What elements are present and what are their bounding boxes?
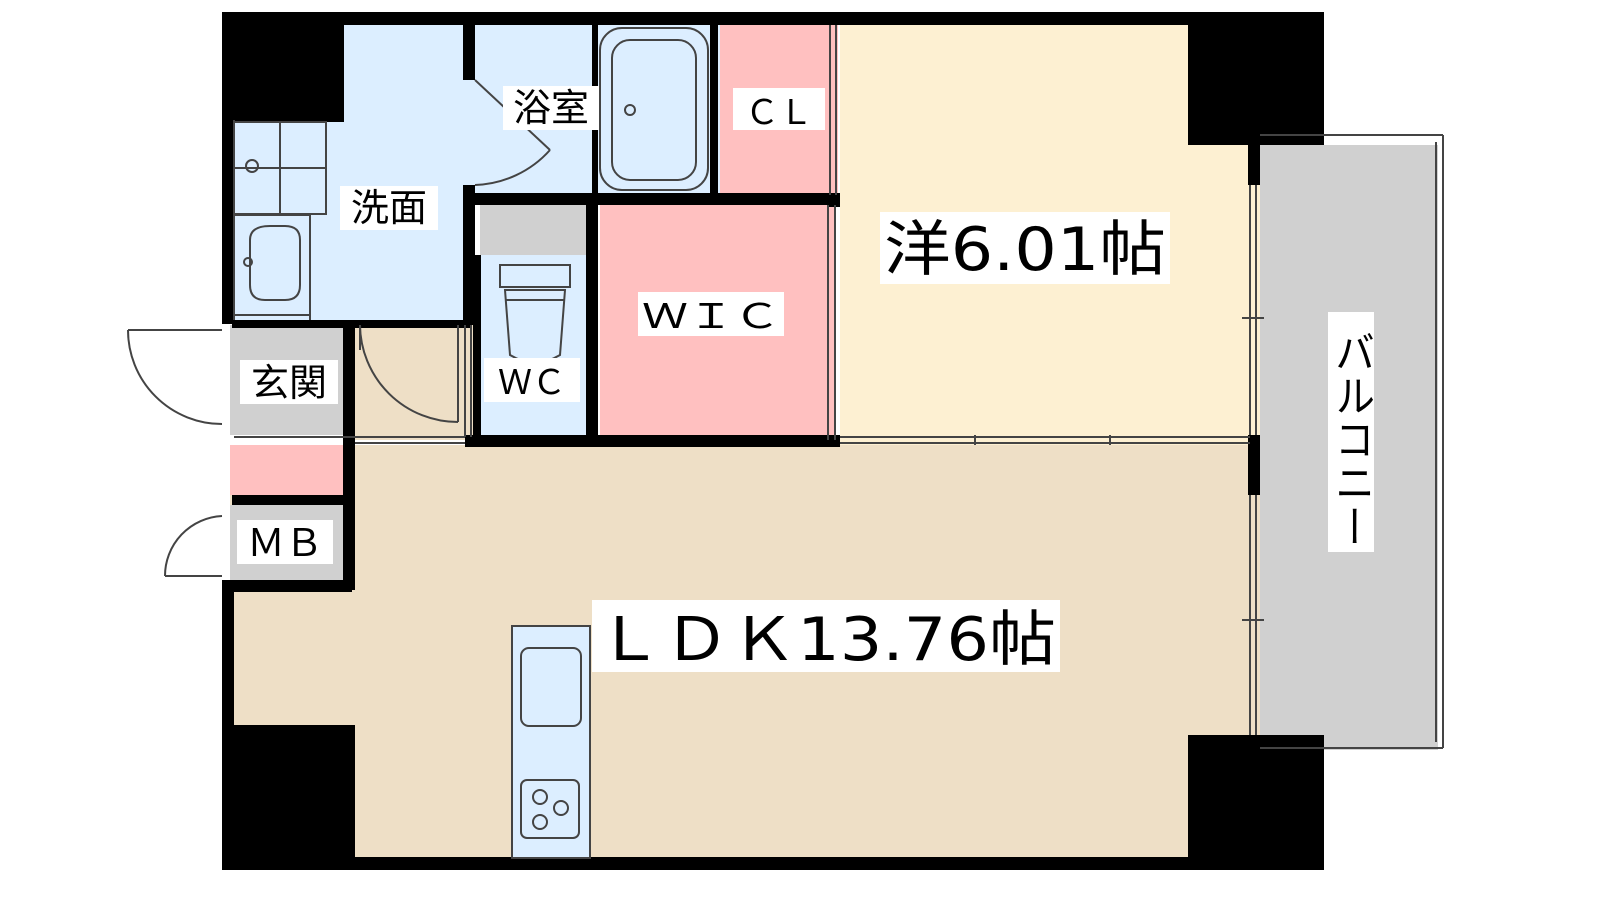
entry-door-icon <box>127 329 223 425</box>
ldk-label: ＬＤＫ13.76帖 <box>596 605 1056 675</box>
kitchen-counter-icon <box>511 625 591 859</box>
thin-partitions <box>233 25 1444 749</box>
meter-box-label: ＭＢ <box>247 521 323 565</box>
hall-door-icon <box>359 324 459 423</box>
toilet-shelf <box>480 205 590 255</box>
washroom-label: 洗面 <box>351 186 427 230</box>
bath-label-bg <box>503 86 599 130</box>
wic-label-bg <box>638 292 784 336</box>
bathtub-icon <box>599 27 709 191</box>
washing-machine-icon <box>233 121 327 215</box>
western-room-label: 洋6.01帖 <box>884 215 1166 285</box>
ldk-label-bg <box>592 600 1060 672</box>
shoe-box <box>230 445 345 495</box>
meter-box-label-bg <box>237 520 333 564</box>
meter-box-door-icon <box>163 515 223 577</box>
entrance-label: 玄関 <box>251 361 327 405</box>
entrance-hall-fill <box>345 320 473 440</box>
western-label-bg <box>880 212 1170 284</box>
balcony-label: バルコニー <box>1328 330 1374 548</box>
bath-label: 浴室 <box>513 86 589 130</box>
entrance-label-bg <box>240 360 338 404</box>
balcony-label-bg <box>1328 312 1374 552</box>
washroom-label-bg <box>340 186 438 230</box>
closet-label: ＣＬ <box>745 93 813 133</box>
toilet-fill <box>480 255 590 445</box>
walls <box>222 12 1324 870</box>
closet-label-bg <box>733 88 825 130</box>
walk-in-closet-label: ＷＩＣ <box>642 297 780 337</box>
toilet-label: ＷＣ <box>498 363 566 403</box>
toilet-label-bg <box>484 358 580 402</box>
